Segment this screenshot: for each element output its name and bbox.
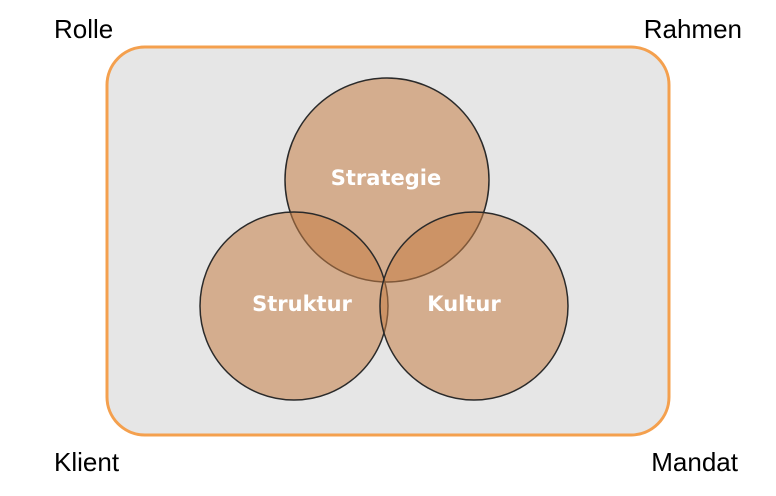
corner-label-bottom-right: Mandat — [651, 447, 738, 477]
circle-label-struktur: Struktur — [252, 292, 352, 316]
circle-label-kultur: Kultur — [427, 292, 501, 316]
circle-kultur — [379, 211, 569, 401]
corner-label-top-right: Rahmen — [643, 14, 742, 44]
corner-label-bottom-left: Klient — [54, 447, 120, 477]
corner-label-top-left: Rolle — [54, 14, 114, 44]
circle-label-strategie: Strategie — [331, 166, 441, 190]
